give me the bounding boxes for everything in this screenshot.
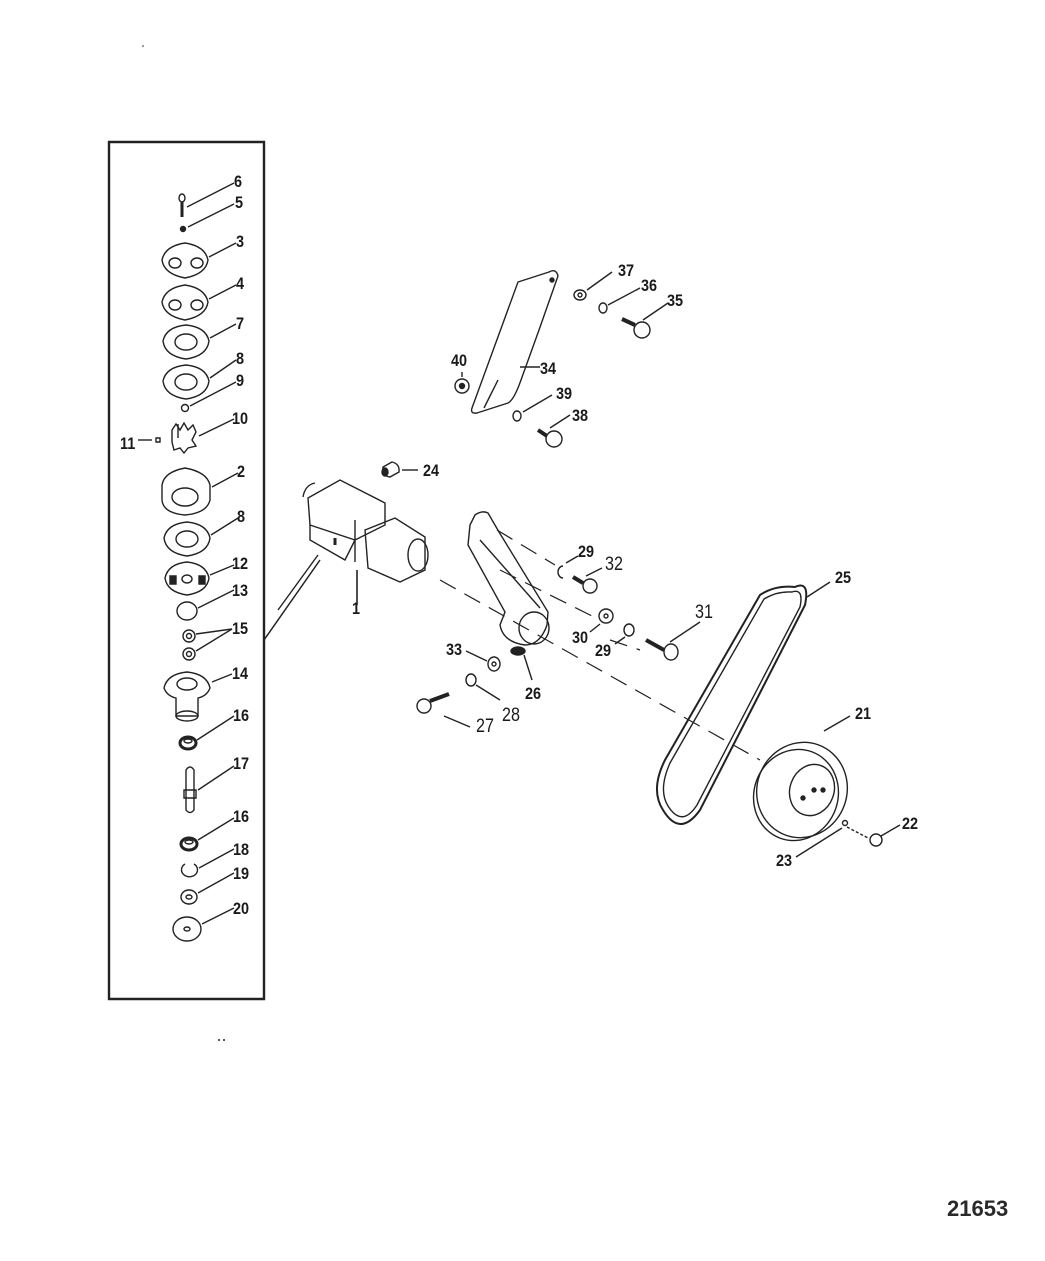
part-35-bolt-icon xyxy=(622,303,668,338)
part-7-plate-icon xyxy=(163,324,236,359)
part-29b-lockwasher-icon xyxy=(615,624,634,644)
callout-32: 32 xyxy=(605,554,623,575)
callout-16: 16 xyxy=(233,706,250,725)
part-28-washer-icon xyxy=(466,674,500,700)
callout-39: 39 xyxy=(556,384,573,403)
callout-33: 33 xyxy=(446,640,463,659)
callout-38: 38 xyxy=(572,406,589,425)
callout-35: 35 xyxy=(667,291,684,310)
part-16b-seal-icon xyxy=(181,818,234,850)
callout-8: 8 xyxy=(236,349,245,368)
callout-19: 19 xyxy=(233,864,250,883)
callout-18: 18 xyxy=(233,840,250,859)
part-13-o-ring-icon xyxy=(177,590,234,620)
part-9-small-ring-icon xyxy=(182,382,237,412)
callout-27: 27 xyxy=(476,716,494,737)
inset-leader-line xyxy=(264,560,320,640)
part-36-lockwasher-icon xyxy=(599,288,640,313)
callout-21: 21 xyxy=(855,704,872,723)
callout-40: 40 xyxy=(451,351,468,370)
part-32-bolt-icon xyxy=(573,568,602,593)
part-26-bracket-icon xyxy=(468,512,549,680)
callout-3: 3 xyxy=(236,232,245,251)
part-3-cover-plate-icon xyxy=(162,243,236,278)
callout-28: 28 xyxy=(502,705,520,726)
part-40-nut-icon xyxy=(455,372,469,393)
part-15-seal-pair-icon xyxy=(183,629,232,660)
part-2-pump-housing-icon xyxy=(162,468,238,515)
callout-10: 10 xyxy=(232,409,249,428)
callout-9: 9 xyxy=(236,371,245,390)
callout-16b: 16 xyxy=(233,807,250,826)
callout-23: 23 xyxy=(776,851,793,870)
callout-8b: 8 xyxy=(237,507,246,526)
part-19-washer-icon xyxy=(181,873,234,904)
part-11-key-icon xyxy=(138,438,160,442)
callout-30: 30 xyxy=(572,628,589,647)
part-33-washer-icon xyxy=(466,651,500,671)
callout-34: 34 xyxy=(540,359,557,378)
part-23-lockwasher-icon xyxy=(796,821,848,858)
callout-29: 29 xyxy=(578,542,595,561)
part-30-washer-icon xyxy=(590,609,613,632)
pump-detail-box xyxy=(109,142,264,999)
part-27-bolt-icon xyxy=(417,694,470,727)
assembly-centerlines xyxy=(440,530,760,760)
callout-20: 20 xyxy=(233,899,250,918)
callout-4: 4 xyxy=(236,274,245,293)
part-14-bearing-housing-icon xyxy=(164,672,232,721)
part-4-gasket-icon xyxy=(162,285,236,320)
part-21-pulley-icon xyxy=(741,716,861,853)
part-24-fitting-icon xyxy=(382,462,418,477)
callout-36: 36 xyxy=(641,276,658,295)
callout-1: 1 xyxy=(352,599,361,618)
part-20-end-cap-icon xyxy=(173,908,234,941)
callout-11: 11 xyxy=(120,434,136,453)
callout-2: 2 xyxy=(237,462,246,481)
part-6-screw-icon xyxy=(179,183,234,217)
part-22-bolt-icon xyxy=(847,825,900,846)
callout-31: 31 xyxy=(695,602,713,623)
part-12-wear-plate-icon xyxy=(165,562,234,595)
part-1-raw-water-pump-icon xyxy=(278,480,428,610)
part-31-bolt-icon xyxy=(646,622,700,660)
part-5-washer-icon xyxy=(181,204,235,232)
callout-22: 22 xyxy=(902,814,919,833)
callout-13: 13 xyxy=(232,581,249,600)
part-39-washer-icon xyxy=(513,395,552,421)
part-17-shaft-icon xyxy=(184,766,234,813)
part-10-impeller-icon xyxy=(172,419,234,453)
callout-29b: 29 xyxy=(595,641,612,660)
callout-6: 6 xyxy=(234,172,243,191)
callout-14: 14 xyxy=(232,664,249,683)
part-25-drive-belt-icon xyxy=(657,582,830,824)
callout-25: 25 xyxy=(835,568,852,587)
callout-17: 17 xyxy=(233,754,250,773)
callout-37: 37 xyxy=(618,261,635,280)
callout-12: 12 xyxy=(232,554,249,573)
part-8-gasket-icon xyxy=(163,360,236,399)
callout-24: 24 xyxy=(423,461,440,480)
callout-15: 15 xyxy=(232,619,249,638)
part-37-washer-icon xyxy=(574,272,612,300)
part-34-adjusting-brace-icon xyxy=(472,271,558,413)
part-16-seal-icon xyxy=(180,716,234,749)
part-8b-gasket-icon xyxy=(164,518,238,556)
callout-7: 7 xyxy=(236,314,245,333)
part-18-snap-ring-icon xyxy=(181,849,234,877)
figure-number: 21653 xyxy=(947,1196,1009,1221)
part-29-clip-icon xyxy=(558,556,578,578)
callout-26: 26 xyxy=(525,684,542,703)
part-38-bolt-icon xyxy=(538,415,570,447)
callout-5: 5 xyxy=(235,193,244,212)
